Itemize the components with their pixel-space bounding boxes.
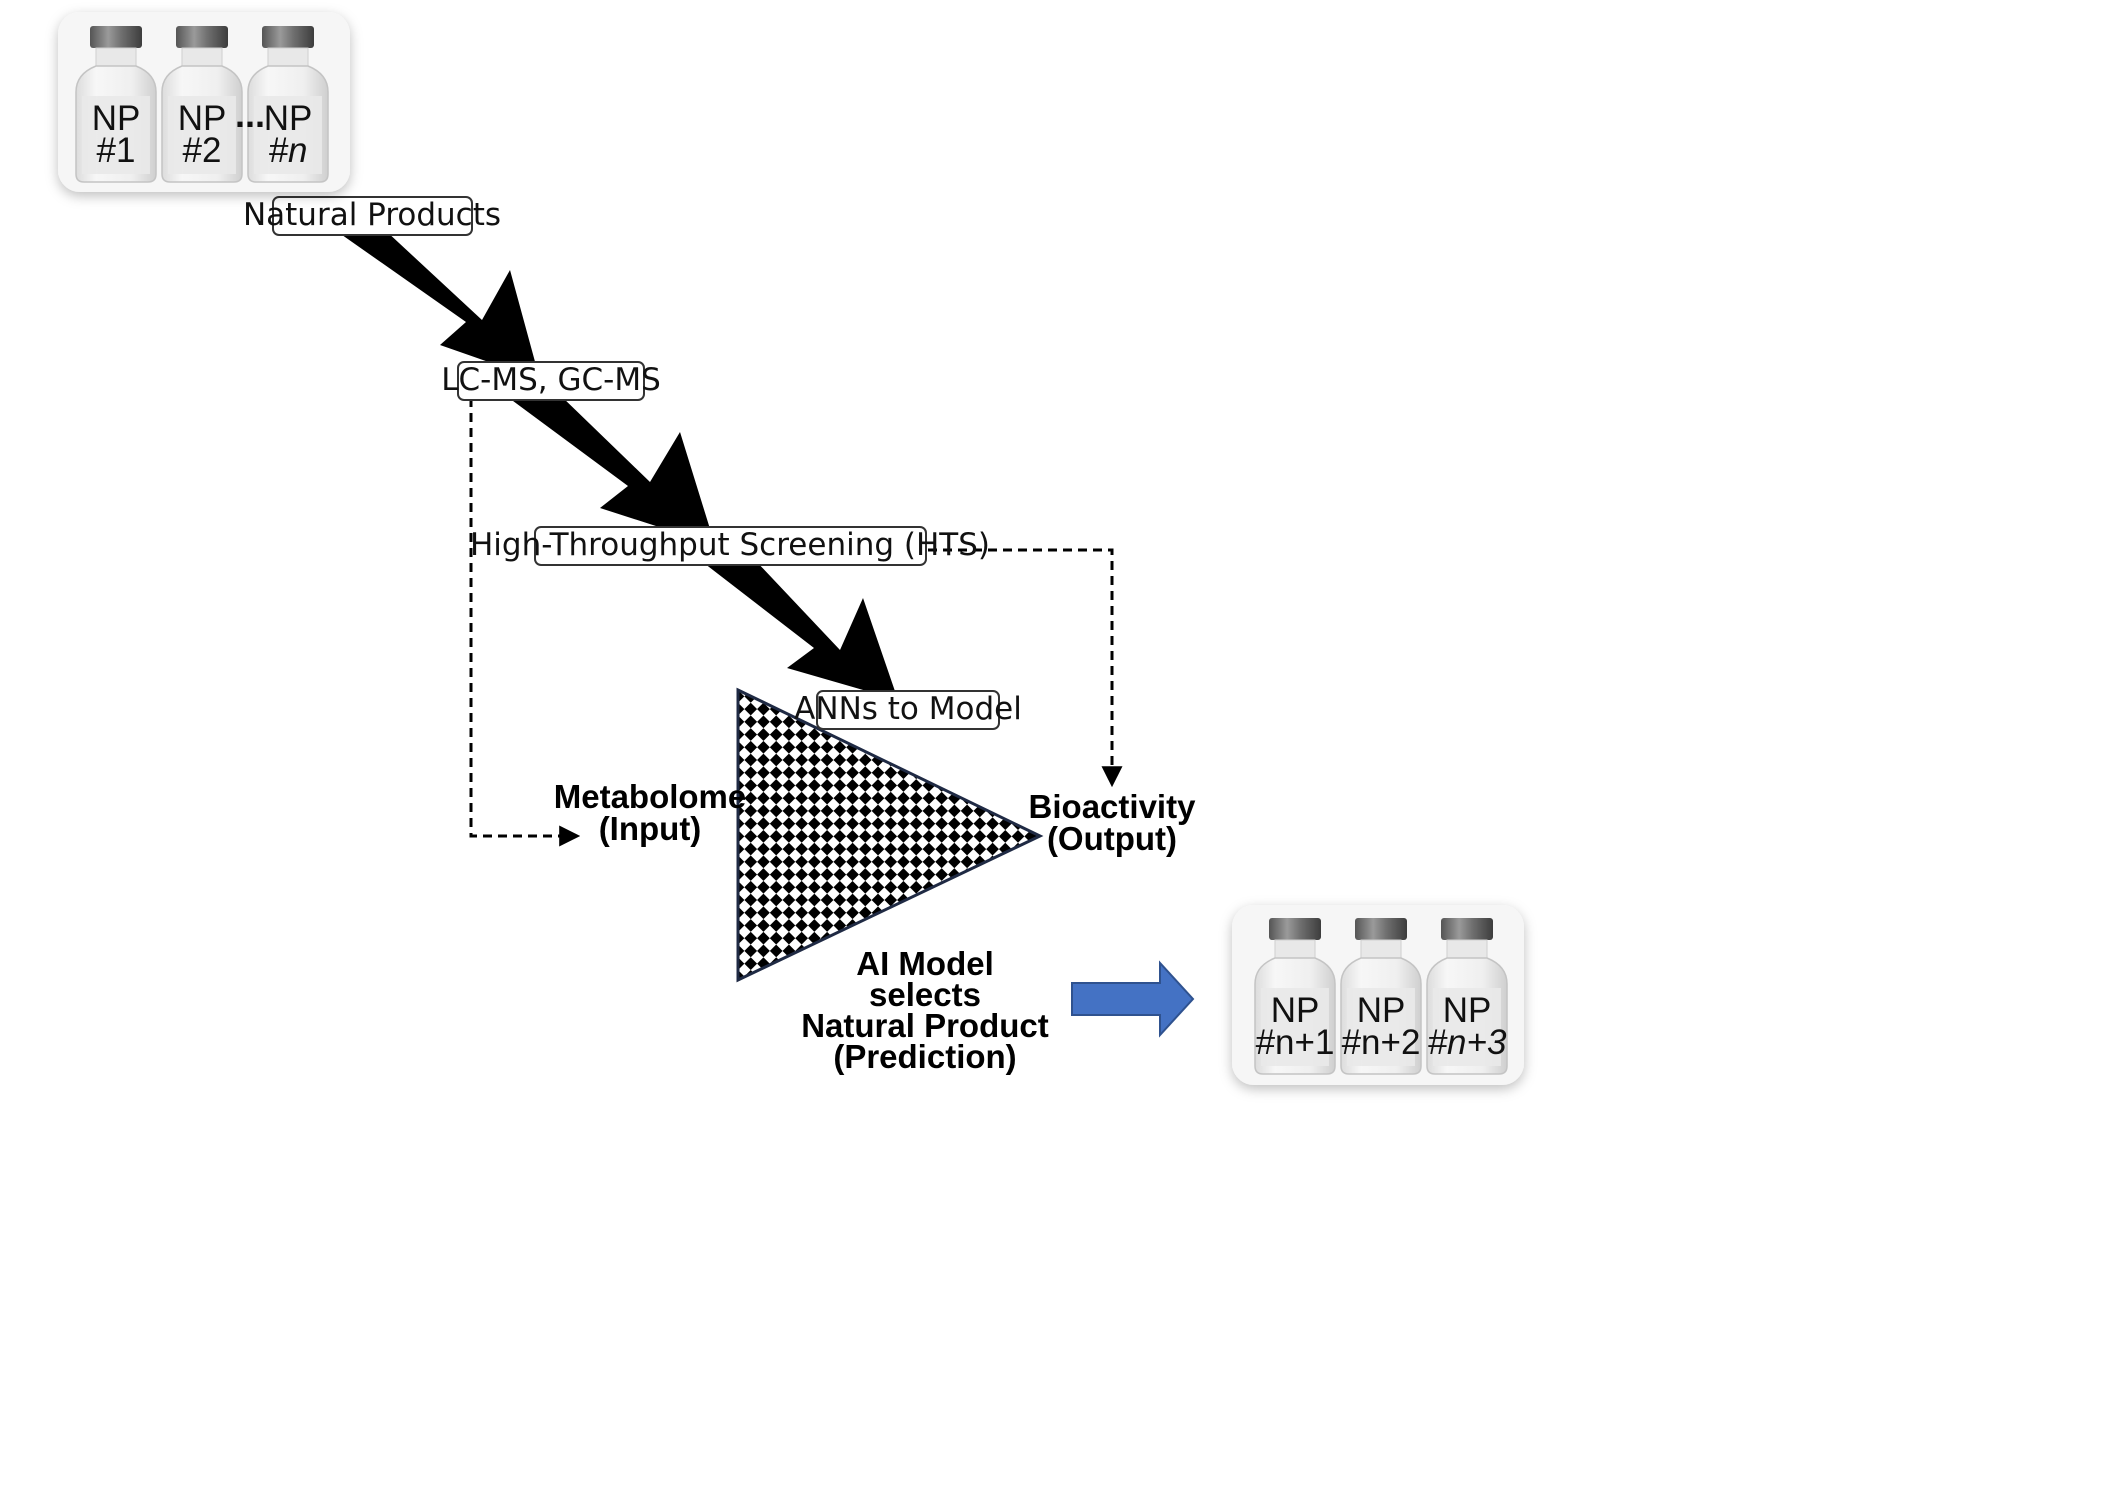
vial-text-line2: #n+2: [1342, 1023, 1421, 1062]
vials-separator: ...: [235, 94, 265, 135]
vial-text-line1: NP: [178, 99, 227, 138]
bottom-vial-1: NP#n+1: [1254, 918, 1336, 1075]
vial-label-area: [82, 96, 150, 174]
vial-cap-icon: [176, 26, 228, 48]
flow-arrow-hts-to-anns: [700, 560, 898, 700]
vial-text-line1: NP: [92, 99, 141, 138]
vial-text-line2: #2: [183, 131, 222, 170]
vial-label-area: [1261, 988, 1329, 1066]
vial-cap-icon: [1355, 918, 1407, 940]
vials-panel-bottom: NP#n+1NP#n+2NP#n+3: [1232, 905, 1524, 1085]
dashed-arrow-hts-to-output: [928, 548, 1123, 788]
vial-text-line2: #1: [97, 131, 136, 170]
output-label-line1: Bioactivity: [1029, 788, 1197, 825]
step-label-hts: High-Throughput Screening (HTS): [470, 527, 990, 563]
vial-cap-icon: [1269, 918, 1321, 940]
vial-cap-icon: [262, 26, 314, 48]
neural-network-triangle: [736, 687, 1044, 983]
step-box-hts: High-Throughput Screening (HTS): [470, 526, 990, 566]
top-vial-1: NP#1: [75, 26, 157, 183]
step-label-anns: ANNs to Model: [794, 691, 1022, 727]
input-label-line2: (Input): [599, 810, 702, 847]
bottom-vial-3: NP#n+3: [1426, 918, 1508, 1075]
step-label-lcms-gcms: LC-MS, GC-MS: [441, 362, 661, 398]
bottom-vial-2: NP#n+2: [1340, 918, 1422, 1075]
prediction-label-line4: (Prediction): [833, 1038, 1016, 1075]
vial-label-area: [1347, 988, 1415, 1066]
step-box-lcms-gcms: LC-MS, GC-MS: [441, 361, 661, 401]
prediction-label-line3: Natural Product: [801, 1007, 1049, 1044]
vial-text-line2: #n+1: [1256, 1023, 1335, 1062]
flow-arrow-natural-products-to-lcms: [335, 230, 540, 380]
input-label: Metabolome (Input): [554, 778, 747, 847]
flow-arrow-lcms-to-hts: [505, 395, 715, 545]
vial-text-line1: NP: [1271, 991, 1320, 1030]
output-label-line2: (Output): [1047, 820, 1177, 857]
dashed-arrow-lcms-to-input: [469, 398, 581, 847]
vial-text-line1: NP: [1443, 991, 1492, 1030]
step-box-anns: ANNs to Model: [794, 690, 1022, 730]
prediction-arrow: [1071, 960, 1195, 1038]
vial-cap-icon: [1441, 918, 1493, 940]
top-vial-3: NP#n: [247, 26, 329, 183]
vial-cap-icon: [90, 26, 142, 48]
prediction-label-line2: selects: [869, 976, 981, 1013]
prediction-label: AI Model selects Natural Product (Predic…: [801, 945, 1049, 1075]
output-label: Bioactivity (Output): [1029, 788, 1197, 857]
dashed-connectors: [469, 398, 1123, 847]
step-box-natural-products: Natural Products: [243, 196, 501, 236]
vial-label-area: [254, 96, 322, 174]
prediction-label-line1: AI Model: [856, 945, 994, 982]
vials-panel-top: NP#1NP#2NP#n ...: [58, 12, 350, 192]
main-flow-arrows: [335, 230, 898, 700]
vial-label-area: [168, 96, 236, 174]
vial-text-line2: #n+3: [1428, 1023, 1507, 1062]
top-vial-2: NP#2: [161, 26, 243, 183]
vial-text-line1: NP: [1357, 991, 1406, 1030]
vial-text-line1: NP: [264, 99, 313, 138]
step-label-natural-products: Natural Products: [243, 197, 501, 233]
vial-label-area: [1433, 988, 1501, 1066]
vial-text-line2: #n: [269, 131, 308, 170]
input-label-line1: Metabolome: [554, 778, 747, 815]
